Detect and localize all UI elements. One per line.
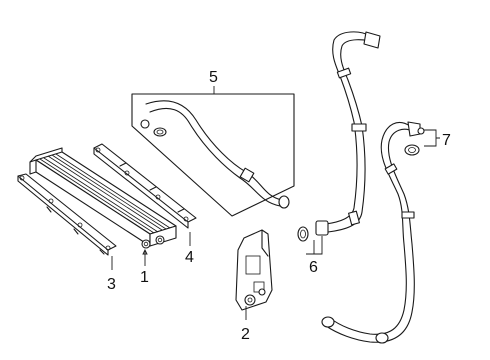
- part5-callout-box: [131, 93, 295, 217]
- callout-1: 1: [140, 269, 149, 286]
- mounting-bracket[interactable]: [235, 229, 273, 311]
- cooler-inlet-hose[interactable]: [140, 100, 290, 209]
- callout-5: 5: [209, 69, 218, 86]
- callout-7: 7: [442, 132, 451, 149]
- cooler-outlet-hose[interactable]: [321, 121, 425, 344]
- oil-cooler-core[interactable]: [29, 147, 177, 249]
- bracket-strip-left[interactable]: [17, 173, 117, 256]
- fitting-and-o-ring[interactable]: [297, 220, 329, 242]
- cooler-return-hose[interactable]: [325, 31, 381, 233]
- callout-6: 6: [309, 259, 318, 276]
- bracket-strip-right[interactable]: [93, 143, 197, 229]
- callout-4: 4: [185, 249, 194, 266]
- callout-3: 3: [107, 276, 116, 293]
- leader-lines: [111, 86, 440, 320]
- callout-2: 2: [241, 326, 250, 343]
